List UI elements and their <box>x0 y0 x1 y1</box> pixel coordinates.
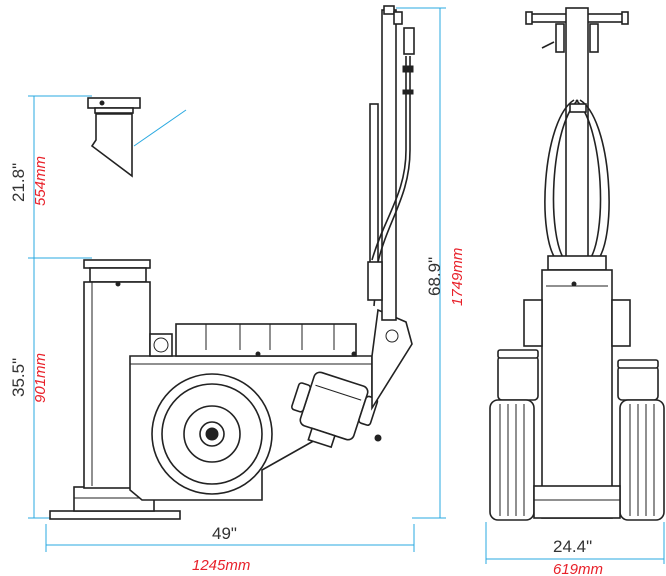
saddle-extension-detail <box>87 97 141 178</box>
front-width-inches: 24.4" <box>553 537 592 556</box>
dimension-lines <box>28 7 665 564</box>
lower-block-inches: 35.5" <box>9 358 28 397</box>
side-length-mm: 1245mm <box>192 557 250 574</box>
side-length-inches: 49" <box>212 524 237 543</box>
lower-block-mm: 901mm <box>32 353 49 403</box>
overall-height-inches: 68.9" <box>425 257 444 296</box>
side-view <box>49 5 415 520</box>
overall-height-mm: 1749mm <box>449 248 466 306</box>
front-view <box>489 7 665 521</box>
top-block-mm: 554mm <box>32 156 49 206</box>
front-width-mm: 619mm <box>553 561 603 576</box>
dimension-labels: 21.8" 554mm 35.5" 901mm 68.9" 1749mm 49"… <box>9 156 603 576</box>
top-block-inches: 21.8" <box>9 163 28 202</box>
